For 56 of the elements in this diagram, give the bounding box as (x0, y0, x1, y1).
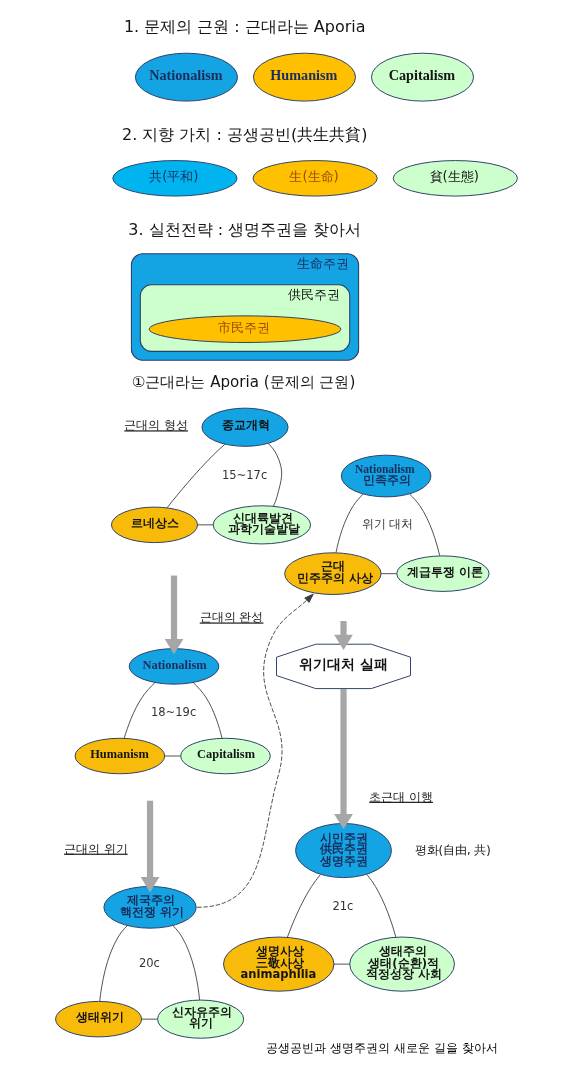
connector (172, 925, 201, 1001)
connector (286, 874, 321, 938)
caption: 공생공빈과 생명주권의 새로운 길을 찾아서 (266, 1039, 499, 1055)
label: 근대의 완성 (199, 610, 264, 625)
connector (380, 573, 398, 575)
node-ellipse: 市民주권 (148, 315, 342, 343)
node-ellipse: 르네상스 (110, 506, 199, 544)
label: 3. 실천전략 : 생명주권을 찾아서 (128, 219, 362, 239)
node-ellipse: 신대륙발견 과학기술발달 (212, 505, 312, 545)
connector (166, 443, 226, 509)
node-ellipse: 제국주의 핵전쟁 위기 (103, 886, 197, 929)
node-ellipse: 종교개혁 (201, 407, 289, 447)
connector (366, 874, 397, 938)
node-ellipse: Humanism (252, 52, 356, 102)
arrow (196, 593, 314, 908)
node-label: 평화(自由, 共) (414, 842, 491, 857)
node-ellipse: 生(生命) (252, 160, 378, 197)
arrow (140, 800, 160, 893)
connector (197, 524, 214, 526)
connector (99, 925, 128, 1002)
label: 위기 대처 (361, 516, 414, 531)
arrow (334, 688, 353, 830)
node-ellipse: 근대 민주주의 사상 (284, 552, 382, 595)
connector (123, 682, 156, 739)
node-ellipse: 共(平和) (112, 160, 238, 197)
node-ellipse: Capitalism (371, 52, 474, 102)
connector (192, 682, 223, 739)
node-ellipse: Nationalism (128, 648, 220, 685)
connector (164, 755, 181, 757)
label: 2. 지향 가치 : 공생공빈(共生共貧) (122, 124, 368, 144)
connector (333, 963, 351, 965)
label: 1. 문제의 근원 : 근대라는 Aporia (123, 17, 366, 37)
node-ellipse: 신자유주의 위기 (157, 999, 245, 1039)
node-ellipse: 시민주권 供民주권 생명주권 (295, 823, 392, 879)
node-ellipse: 생명사상 三敬사상 animaphilia (223, 936, 335, 992)
node-ellipse: 생태주의 생태(순환)적 적정성장 사회 (349, 936, 455, 992)
node-ellipse: 貧(生態) (392, 160, 518, 197)
node-ellipse: Nationalism (134, 52, 238, 102)
connector (141, 1018, 158, 1020)
label: ①근대라는 Aporia (문제의 근원) (131, 372, 356, 391)
label: 20c (138, 956, 160, 971)
label: 초근대 이행 (369, 789, 433, 804)
label: 근대의 위기 (63, 841, 128, 856)
node-ellipse: Nationalism 민족주의 (340, 454, 432, 498)
label: 15~17c (221, 468, 268, 483)
node-ellipse: 계급투쟁 이론 (396, 555, 490, 592)
connector (267, 443, 283, 507)
label: 18~19c (150, 705, 197, 720)
arrow (164, 575, 184, 655)
label: 근대의 형성 (124, 418, 188, 433)
node-ellipse: 생태위기 (55, 1000, 143, 1038)
node-ellipse: Capitalism (180, 737, 271, 775)
node-ellipse: Humanism (74, 737, 166, 775)
label: 21c (332, 899, 354, 914)
connector (409, 493, 441, 557)
connector (335, 493, 364, 554)
